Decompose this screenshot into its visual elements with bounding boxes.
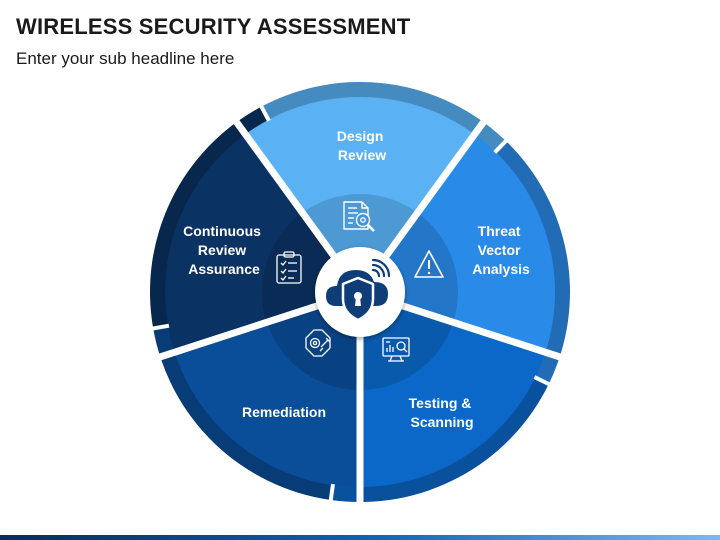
bottom-accent-bar [0,535,720,540]
label-remediation: Remediation [242,404,326,420]
label-design-review: Design Review [337,128,388,163]
page-title: WIRELESS SECURITY ASSESSMENT [16,14,411,39]
warning-triangle-icon [414,250,444,278]
page-subtitle: Enter your sub headline here [16,49,235,68]
rim-band-continuous-review-assurance [149,106,270,329]
analytics-screen-icon [382,337,410,362]
rim-divider [146,323,170,332]
cloud-shield-lock-wifi-icon [315,247,405,337]
label-continuous-review-assurance: Continuous Review Assurance [183,223,265,277]
rim-divider [256,100,271,122]
label-testing-scanning: Testing & Scanning [409,395,476,430]
document-magnifier-icon [343,201,375,232]
inner-ring-design-review [302,194,418,292]
clipboard-checklist-icon [276,251,302,284]
rim-divider [327,483,335,507]
rim-divider [493,135,512,154]
rim-band-remediation [153,325,334,500]
label-threat-vector-analysis: Threat Vector Analysis [472,223,530,277]
gear-wrench-icon [305,329,331,357]
rim-band-design-review [261,81,506,154]
rim-divider [533,375,556,389]
